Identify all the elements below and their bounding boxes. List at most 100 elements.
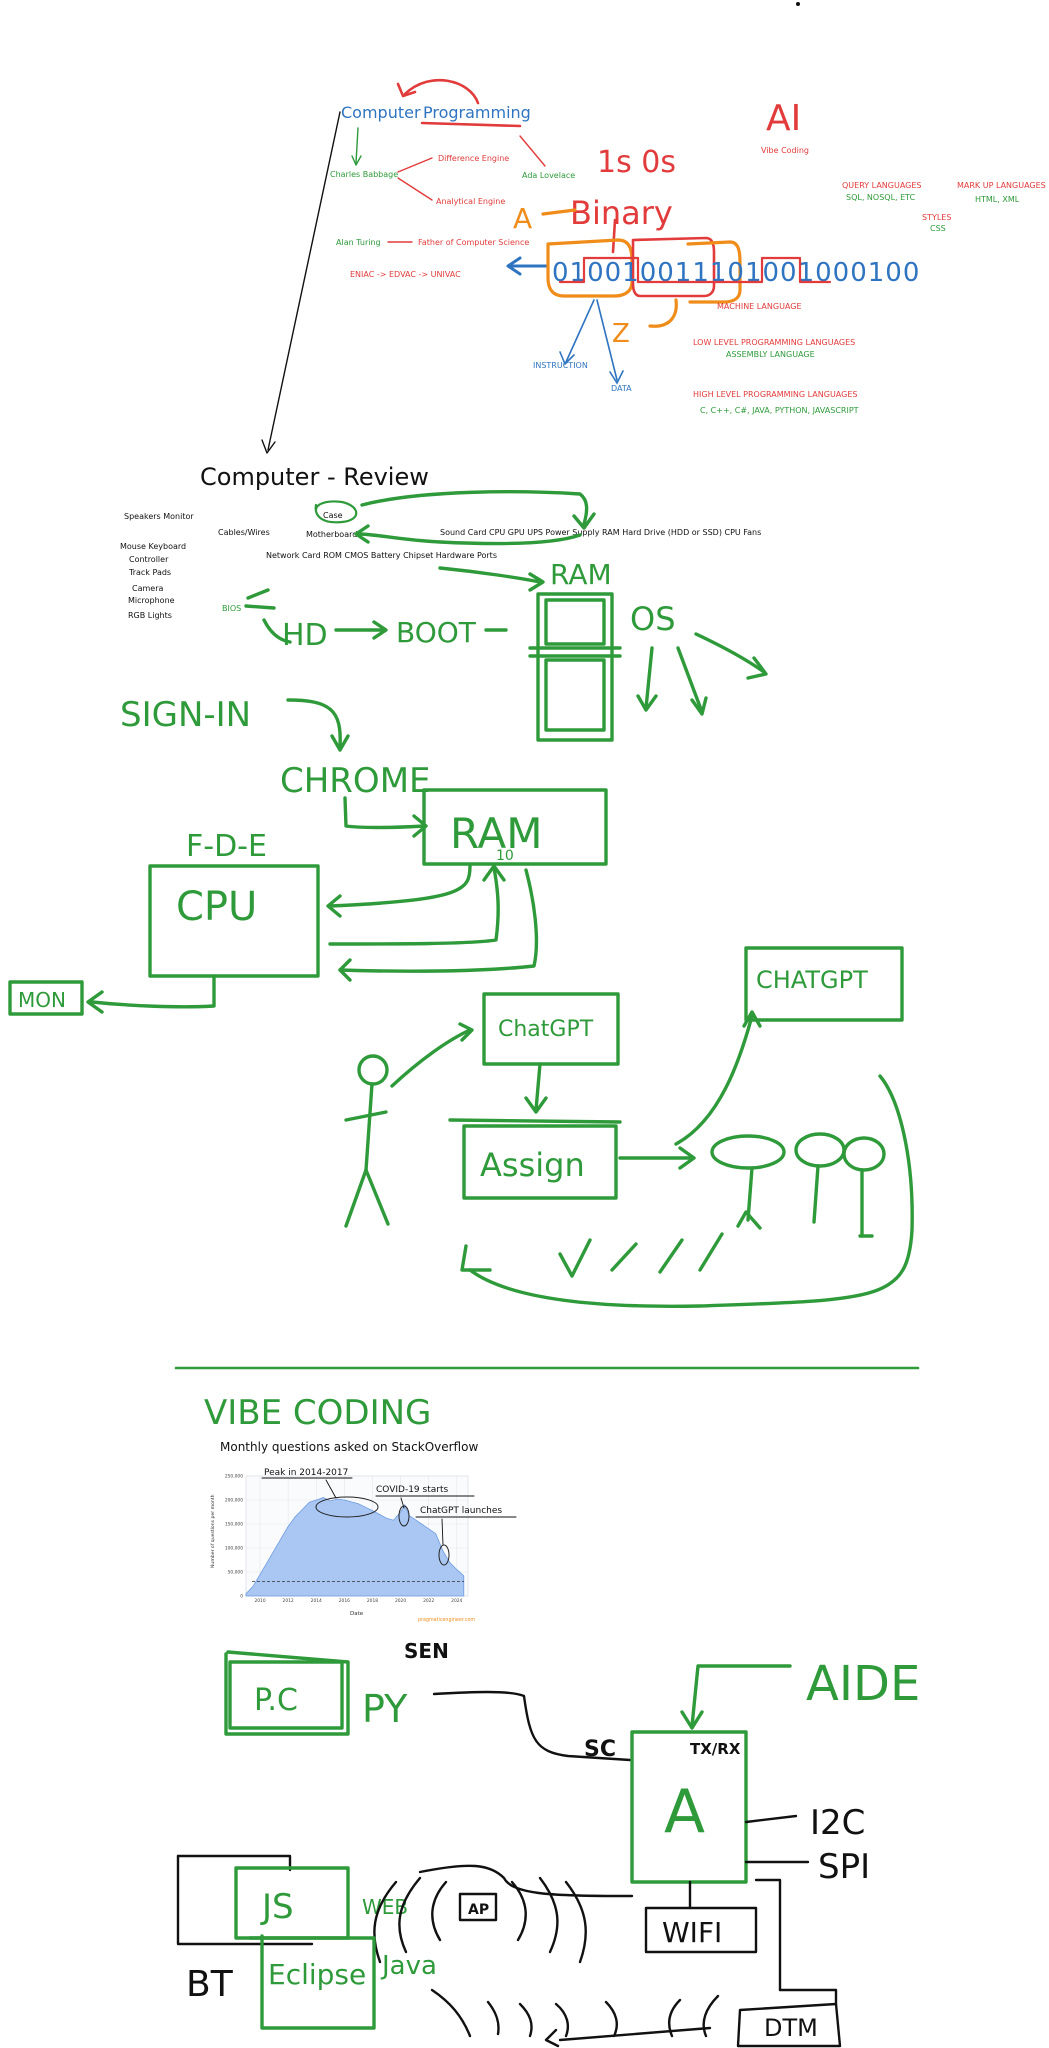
mon-label: MON [18, 988, 66, 1012]
chart-x-tick-label: 2024 [451, 1598, 462, 1604]
i2c-label: I2C [810, 1803, 865, 1843]
board-section: SEN P.C PY SC AIDE TX/RX A I2C SPI WIFI … [176, 1639, 920, 2048]
spi-label: SPI [818, 1847, 870, 1887]
flow-cpu-label: CPU [176, 884, 257, 930]
review-left-item-4: Camera [132, 584, 163, 593]
chart-y-tick-label: 100,000 [225, 1546, 243, 1552]
annotation-covid: COVID-19 starts [376, 1485, 448, 1495]
review-left-item-1: Mouse Keyboard [120, 542, 186, 551]
markup-languages-title: MARK UP LANGUAGES [957, 181, 1046, 190]
chart-y-tick-label: 250,000 [225, 1474, 243, 1480]
components-row-label: Sound Card CPU GPU UPS Power Supply RAM … [440, 528, 761, 537]
peak-ellipse [315, 1496, 379, 1518]
chart-x-tick-label: 2020 [395, 1598, 406, 1604]
review-left-item-0: Speakers Monitor [124, 512, 194, 521]
chrome-label: CHROME [280, 761, 431, 801]
data-label: DATA [611, 384, 632, 393]
query-languages-items: SQL, NOSQL, ETC [846, 193, 916, 202]
sign-in-label: SIGN-IN [120, 695, 251, 735]
covid-ellipse [398, 1505, 410, 1527]
chart-x-tick-label: 2014 [311, 1598, 322, 1604]
binary-a-label: A [513, 202, 532, 235]
chart-y-tick-label: 200,000 [225, 1498, 243, 1504]
history-section: Computer Programming Charles Babbage Dif… [261, 78, 575, 454]
wifi-label: WIFI [662, 1916, 722, 1949]
a-label: A [664, 1777, 705, 1847]
flow-assign-label: Assign [480, 1146, 585, 1184]
ones-zeros-label: 1s 0s [597, 145, 676, 180]
vibe-coding-label: Vibe Coding [761, 146, 809, 155]
review-left-item-6: RGB Lights [128, 611, 172, 620]
eniac-chain-label: ENIAC -> EDVAC -> UNIVAC [350, 270, 461, 279]
sc-label: SC [584, 1737, 616, 1762]
ai-title: AI [766, 98, 801, 139]
flow-chatgpt-1-label: ChatGPT [498, 1017, 594, 1042]
js-label: JS [260, 1887, 294, 1927]
computer-programming-title-programming: Programming [423, 103, 531, 122]
high-level-items: C, C++, C#, JAVA, PYTHON, JAVASCRIPT [700, 406, 859, 415]
boot-os-label: OS [630, 600, 676, 638]
analytical-engine-label: Analytical Engine [436, 197, 505, 206]
review-left-item-3: Track Pads [128, 568, 171, 577]
bios-label: BIOS [222, 604, 241, 613]
stray-dot [796, 2, 800, 6]
chart-title: Monthly questions asked on StackOverflow [220, 1440, 478, 1454]
difference-engine-label: Difference Engine [438, 154, 509, 163]
eclipse-label: Eclipse [268, 1958, 366, 1991]
network-row-label: Network Card ROM CMOS Battery Chipset Ha… [266, 551, 497, 560]
father-of-cs-label: Father of Computer Science [418, 238, 529, 247]
txrx-label: TX/RX [690, 1740, 741, 1758]
annotation-chatgpt: ChatGPT launches [420, 1506, 502, 1516]
review-section: Computer - Review Speakers Monitor Mouse… [120, 463, 761, 620]
dtm-label: DTM [764, 2014, 818, 2042]
review-title: Computer - Review [200, 463, 429, 491]
sen-label: SEN [404, 1639, 449, 1663]
boot-section: HD BOOT RAM OS [262, 558, 768, 742]
binary-bits: 010010011101001000100 [552, 258, 920, 288]
alan-turing-label: Alan Turing [336, 238, 381, 247]
annotation-peak: Peak in 2014-2017 [264, 1468, 348, 1478]
query-languages-title: QUERY LANGUAGES [842, 181, 922, 190]
chart-source: pragmaticengineer.com [418, 1617, 475, 1623]
chart-y-tick-label: 0 [240, 1594, 243, 1600]
chart-x-tick-label: 2010 [254, 1598, 265, 1604]
chart-area-series [245, 1497, 465, 1597]
boot-boot-label: BOOT [396, 616, 477, 649]
review-left-item-5: Microphone [128, 596, 175, 605]
vibe-coding-heading: VIBE CODING [204, 1393, 431, 1433]
styles-title: STYLES [922, 213, 951, 222]
case-label: Case [323, 511, 343, 520]
binary-section: 1s 0s Binary A 010010011101001000100 Z I… [506, 145, 920, 393]
boot-hd-label: HD [282, 618, 328, 653]
ap-label: AP [468, 1902, 489, 1918]
chart-x-tick-label: 2022 [423, 1598, 434, 1604]
vibe-section: VIBE CODING Monthly questions asked on S… [204, 1393, 517, 1623]
low-level-title: LOW LEVEL PROGRAMMING LANGUAGES [693, 338, 855, 347]
boot-ram-label: RAM [550, 558, 612, 591]
flow-ram-label: RAM [450, 809, 542, 858]
review-left-item-2: Controller [129, 555, 169, 564]
instruction-label: INSTRUCTION [533, 361, 588, 370]
fde-label: F-D-E [186, 829, 267, 864]
languages-section: AI Vibe Coding QUERY LANGUAGES SQL, NOSQ… [693, 98, 1046, 415]
pc-label: P.C [254, 1683, 298, 1718]
chart-y-tick-label: 150,000 [225, 1522, 243, 1528]
chart-x-tick-label: 2018 [367, 1598, 378, 1604]
flow-ram-sub: 10 [496, 848, 514, 864]
charles-babbage-label: Charles Babbage [330, 170, 398, 179]
motherboard-label: Motherboard [306, 530, 357, 539]
chart-xlabel: Date [350, 1611, 364, 1617]
binary-title: Binary [570, 194, 673, 232]
chatgpt-ellipse [438, 1544, 450, 1566]
chart-ylabel: Number of questions per month [210, 1494, 216, 1568]
styles-items: CSS [930, 224, 946, 233]
computer-programming-title-computer: Computer [341, 103, 421, 122]
flow-section: SIGN-IN CHROME RAM 10 F-D-E CPU MON Chat… [8, 695, 914, 1308]
high-level-title: HIGH LEVEL PROGRAMMING LANGUAGES [693, 390, 857, 399]
cables-label: Cables/Wires [218, 528, 270, 537]
aide-label: AIDE [806, 1656, 920, 1712]
